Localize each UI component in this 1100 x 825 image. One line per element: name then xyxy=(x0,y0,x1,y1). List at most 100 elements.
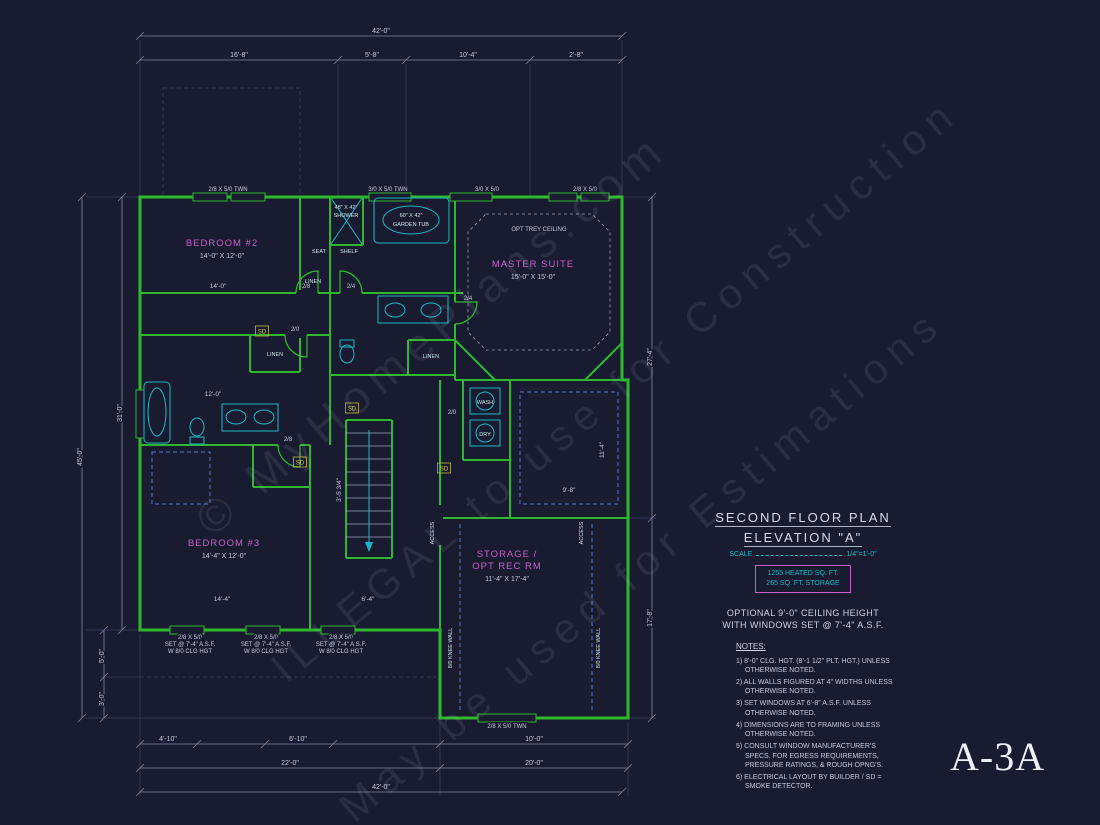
dim-right-room-h: 11'-4" xyxy=(599,441,606,458)
dim-top-total: 42'-0" xyxy=(372,28,390,35)
bedroom3-size: 14'-4" X 12'-0" xyxy=(202,553,247,560)
linen-label: LINEN xyxy=(423,354,439,360)
dim-left-low: 5'-0" xyxy=(99,649,106,663)
trey-ceiling-label: OPT TREY CEILING xyxy=(511,227,567,233)
master-suite-size: 15'-0" X 15'-0" xyxy=(511,274,556,281)
window-label: 2/8 X 5/0 xyxy=(573,187,598,193)
door-size-label: 2/4 xyxy=(464,296,473,302)
windows xyxy=(135,192,610,723)
sd-label: SD xyxy=(296,461,305,467)
dim-stair-width: 3'-5 3/4" xyxy=(336,477,343,501)
sd-label: SD xyxy=(348,407,357,413)
dim-left-inner: 31'-0" xyxy=(117,404,124,422)
sd-label: SD xyxy=(258,330,267,336)
storage-size: 11'-4" X 17'-4" xyxy=(485,576,529,583)
note-item: 4) DIMENSIONS ARE TO FRAMING UNLESS OTHE… xyxy=(736,721,881,739)
scale-leader xyxy=(756,555,843,556)
note-item: 3) SET WINDOWS AT 6'-8" A.S.F. UNLESS OT… xyxy=(736,700,871,717)
svg-text:SET @ 7'-4" A.S.F.: SET @ 7'-4" A.S.F. xyxy=(165,642,216,648)
dim-bottom-seg: 4'-10" xyxy=(159,736,177,743)
dim-right-upper: 27'-4" xyxy=(647,348,654,366)
dim-top-seg: 5'-8" xyxy=(365,52,379,59)
svg-text:SET @ 7'-4" A.S.F.: SET @ 7'-4" A.S.F. xyxy=(316,642,367,648)
shower-label: SHOWER xyxy=(334,213,359,219)
exterior-dimensions: 42'-0" 16'-8" 5'-8" 10'-4" 2'-8" 45'-0" … xyxy=(76,27,656,793)
door-size-label: 2/0 xyxy=(291,327,300,333)
dim-top-seg: 16'-8" xyxy=(230,52,248,59)
notes-title: NOTES: xyxy=(736,642,766,651)
trey-ceiling-outline xyxy=(467,213,611,351)
dim-bottom-total: 42'-0" xyxy=(372,784,390,791)
svg-text:SET @ 7'-4" A.S.F.: SET @ 7'-4" A.S.F. xyxy=(241,642,292,648)
door-openings xyxy=(278,290,458,545)
room-labels: BEDROOM #2 14'-0" X 12'-0" MASTER SUITE … xyxy=(186,227,574,583)
dim-bottom-seg: 10'-0" xyxy=(525,736,543,743)
window-callouts: 2/8 X 5/0 TWN 3/0 X 5/0 TWN 3/0 X 5/0 2/… xyxy=(163,186,599,732)
left-bath-toilet xyxy=(189,417,205,445)
washer-label: WASH xyxy=(477,400,493,406)
scale-value: 1/4"=1'-0" xyxy=(846,551,877,558)
stairs xyxy=(346,430,392,552)
heated-area: 1255 HEATED SQ. FT. xyxy=(767,570,839,577)
window-label: 2/8 X 5/0 TWN xyxy=(208,187,247,193)
plan-subtitle: ELEVATION "A" xyxy=(743,530,863,547)
smoke-detectors: SD SD SD SD xyxy=(255,325,451,474)
knee-wall-label: 8/0 KNEE WALL xyxy=(448,628,454,668)
plan-title: SECOND FLOOR PLAN xyxy=(715,510,891,527)
linen-label: LINEN xyxy=(305,279,321,285)
bedroom2-size: 14'-0" X 12'-0" xyxy=(200,253,245,260)
dim-top-seg: 2'-8" xyxy=(569,52,583,59)
smoke-detector: SD xyxy=(345,402,359,414)
window-label: 3/0 X 5/0 xyxy=(475,187,500,193)
exterior-walls xyxy=(138,195,630,720)
washer xyxy=(469,387,501,415)
dim-bed3-seg: 6'-4" xyxy=(362,596,376,603)
dryer xyxy=(469,419,501,447)
scale-line: SCALE 1/4"=1'-0" xyxy=(698,551,908,558)
master-suite-label: MASTER SUITE xyxy=(492,259,574,270)
dim-left-low: 3'-0" xyxy=(99,692,106,706)
seat-label: SEAT xyxy=(312,249,327,255)
left-bath-tub xyxy=(143,381,171,444)
dim-bottom-mid: 22'-0" xyxy=(281,760,299,767)
smoke-detector: SD xyxy=(293,456,307,468)
access-label: ACCESS xyxy=(430,521,436,544)
dim-bed3-width: 14'-4" xyxy=(214,596,231,603)
dim-top-seg: 10'-4" xyxy=(459,52,477,59)
dryer-label: DRY xyxy=(479,432,491,438)
tub-size-label: 60" X 42" xyxy=(400,213,423,219)
svg-text:2/8 X 5/0: 2/8 X 5/0 xyxy=(254,635,279,641)
notes-block: NOTES: 1) 8'-0" CLG. HGT. (8'-1 1/2" PLT… xyxy=(736,642,898,795)
window-note: 2/8 X 5/0 SET @ 7'-4" A.S.F. W 8/0 CLG H… xyxy=(163,634,217,657)
dim-right-lower: 17'-8" xyxy=(647,609,654,627)
fixture-labels: 48" X 42" SHOWER 60" X 42" GARDEN TUB SE… xyxy=(267,205,602,668)
interior-dimensions: 14'-0" 12'-0" 14'-4" 6'-4" 9'-8" 11'-4" … xyxy=(203,282,607,605)
window-note: 2/8 X 5/0 SET @ 7'-4" A.S.F. W 8/0 CLG H… xyxy=(314,634,368,657)
dim-bottom-mid: 20'-0" xyxy=(525,760,543,767)
svg-text:2/8 X 5/0: 2/8 X 5/0 xyxy=(178,635,203,641)
dim-right-room-w: 9'-8" xyxy=(563,487,577,494)
left-bath-vanity xyxy=(221,403,279,432)
door-size-label: 2/4 xyxy=(347,284,356,290)
smoke-detector: SD xyxy=(255,325,269,337)
note-item: 6) ELECTRICAL LAYOUT BY BUILDER / SD = S… xyxy=(736,774,882,791)
note-item: 2) ALL WALLS FIGURED AT 4" WIDTHS UNLESS… xyxy=(736,679,893,696)
extension-lines xyxy=(86,40,656,796)
sd-label: SD xyxy=(440,467,449,473)
dim-bed2-width: 14'-0" xyxy=(210,283,227,290)
dim-bath-width: 12'-0" xyxy=(205,391,222,398)
knee-wall-label: 8/0 KNEE WALL xyxy=(596,628,602,668)
storage-label-2: OPT REC RM xyxy=(472,561,541,572)
window-note: 2/8 X 5/0 SET @ 7'-4" A.S.F. W 8/0 CLG H… xyxy=(239,634,293,657)
bedroom3-label: BEDROOM #3 xyxy=(188,538,260,549)
shower xyxy=(330,197,363,245)
door-size-label: 2/8 xyxy=(302,284,311,290)
dimension-lines xyxy=(77,31,657,797)
svg-text:W 8/0 CLG HGT: W 8/0 CLG HGT xyxy=(319,649,363,655)
fixtures xyxy=(143,197,501,447)
linen-label: LINEN xyxy=(267,352,283,358)
roof-dashed-lines xyxy=(140,87,436,678)
scale-label: SCALE xyxy=(729,551,753,558)
